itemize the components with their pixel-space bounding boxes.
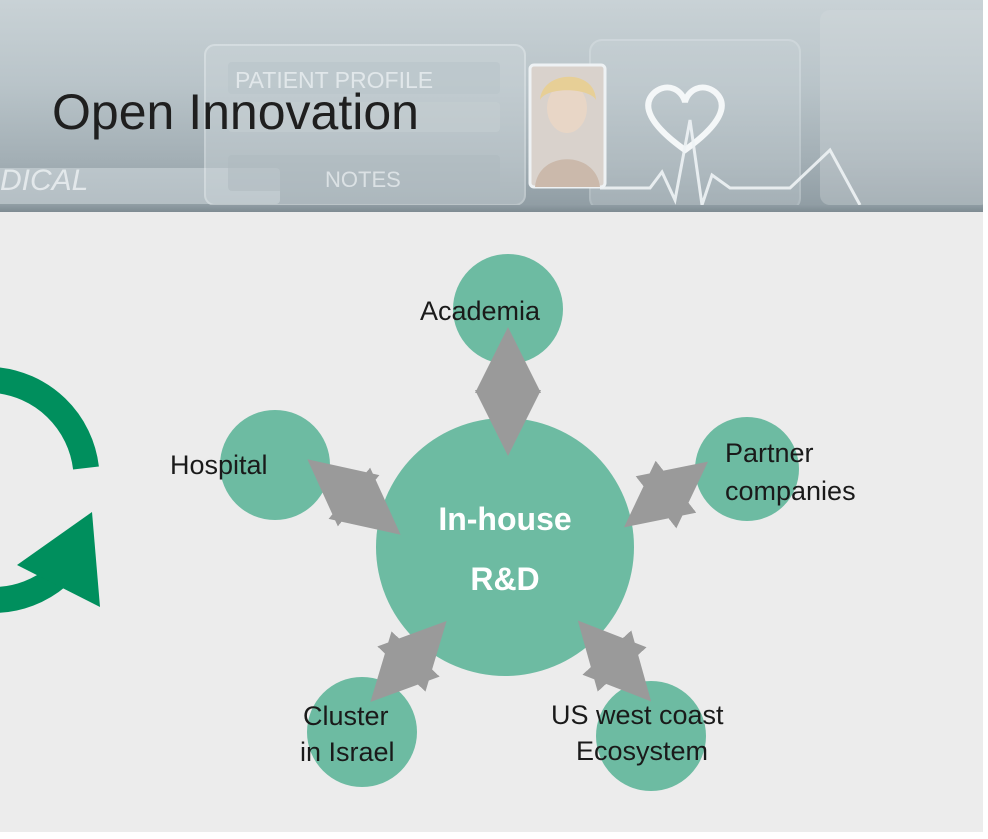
node-us-circle — [596, 681, 706, 791]
cycle-arrows-icon — [0, 367, 100, 613]
banner-patient-profile-text: PATIENT PROFILE — [235, 67, 433, 93]
node-partner-label-line1: Partner — [725, 438, 814, 468]
node-hospital-label: Hospital — [170, 450, 268, 480]
node-cluster-label-line2: in Israel — [300, 737, 395, 767]
center-label-line2: R&D — [470, 561, 540, 597]
banner-panel — [228, 155, 500, 191]
node-partner-label-line2: companies — [725, 476, 856, 506]
node-academia-label: Academia — [420, 296, 541, 326]
node-cluster-label-line1: Cluster — [303, 701, 389, 731]
arrow-partner — [623, 460, 709, 529]
node-partner-circle — [695, 417, 799, 521]
node-us-label-line1: US west coast — [551, 700, 724, 730]
arrow-hospital — [307, 459, 401, 535]
banner-panel — [820, 10, 983, 205]
node-cluster-circle — [307, 677, 417, 787]
node-us-label-line2: Ecosystem — [576, 736, 709, 766]
slide-title: Open Innovation — [52, 84, 419, 140]
arrow-us — [577, 620, 652, 702]
arrow-cluster — [370, 620, 447, 703]
banner-notes-text: NOTES — [325, 167, 401, 192]
title-banner: PATIENT PROFILE NOTES DICAL — [0, 0, 983, 212]
patient-photo — [528, 63, 607, 189]
center-label-line1: In-house — [438, 501, 572, 537]
node-hospital-circle — [220, 410, 330, 520]
banner-medical-text: DICAL — [0, 164, 88, 197]
banner-panel — [0, 168, 280, 204]
banner-panel — [228, 102, 500, 132]
banner-panel — [228, 62, 500, 94]
heart-icon — [645, 84, 725, 154]
banner-medical-image: PATIENT PROFILE NOTES DICAL — [0, 10, 983, 211]
center-circle — [376, 418, 634, 676]
banner-edge — [0, 205, 983, 212]
